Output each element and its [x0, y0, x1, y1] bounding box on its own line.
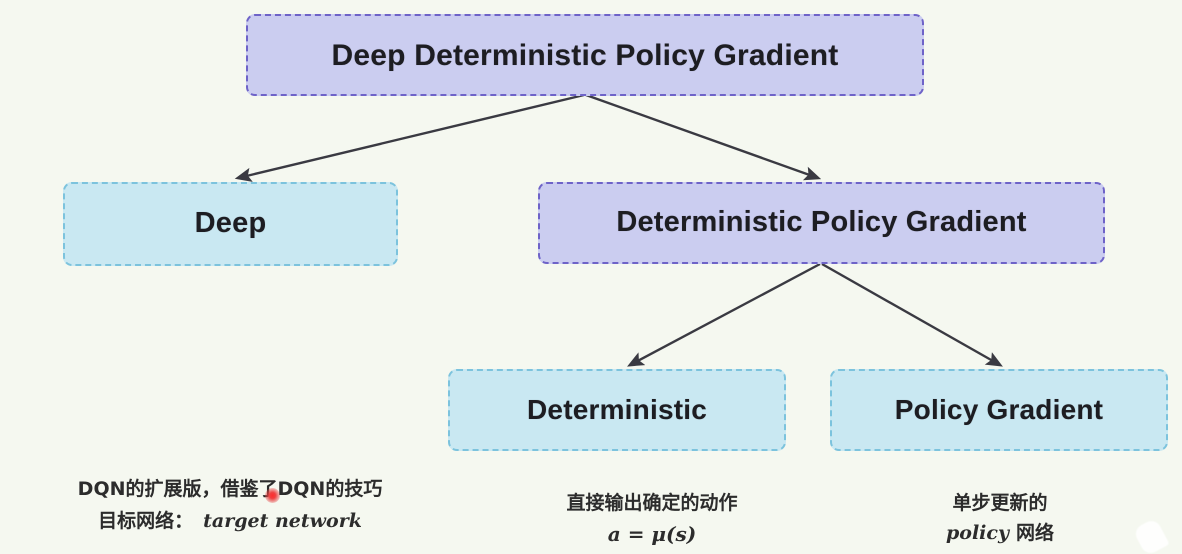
node-policy-gradient[interactable]: Policy Gradient: [830, 369, 1168, 451]
node-deterministic[interactable]: Deterministic: [448, 369, 786, 451]
caption-deep-line2: 目标网络： target network: [20, 508, 440, 534]
caption-policy-gradient-line1: 单步更新的: [952, 492, 1048, 514]
node-label: Deterministic: [527, 393, 707, 425]
edge-dpg-to-policy-gradient: [821, 262, 1003, 367]
caption-deep: DQN的扩展版，借鉴了DQN的技巧 目标网络： target network: [20, 476, 440, 534]
node-label: Deep Deterministic Policy Gradient: [331, 38, 839, 72]
caption-policy-gradient: 单步更新的 policy 网络: [880, 490, 1120, 546]
node-label: Deep: [194, 207, 267, 240]
node-label: Policy Gradient: [894, 393, 1104, 425]
caption-deep-line2-prefix: 目标网络：: [98, 510, 194, 533]
caption-deterministic-line1: 直接输出确定的动作: [566, 492, 738, 514]
caption-deterministic: 直接输出确定的动作 a = μ(s): [492, 490, 812, 549]
edge-root-to-dpg: [585, 93, 822, 181]
caption-policy-gradient-line2-suffix: 网络: [1016, 522, 1055, 545]
node-deep-deterministic-policy-gradient[interactable]: Deep Deterministic Policy Gradient: [246, 14, 924, 96]
edge-dpg-to-deterministic: [627, 262, 821, 367]
edge-root-to-deep: [234, 93, 585, 182]
node-label: Deterministic Policy Gradient: [616, 206, 1027, 239]
laser-pointer-dot: [265, 488, 280, 503]
node-deep[interactable]: Deep: [63, 182, 398, 266]
caption-policy-gradient-line2: policy 网络: [880, 520, 1120, 546]
caption-deep-line1: DQN的扩展版，借鉴了DQN的技巧: [77, 478, 383, 500]
caption-deterministic-formula: a = μ(s): [607, 522, 697, 547]
node-deterministic-policy-gradient[interactable]: Deterministic Policy Gradient: [538, 182, 1105, 264]
caption-deep-line2-math: target network: [203, 510, 362, 533]
caption-policy-gradient-line2-math: policy: [945, 522, 1009, 545]
